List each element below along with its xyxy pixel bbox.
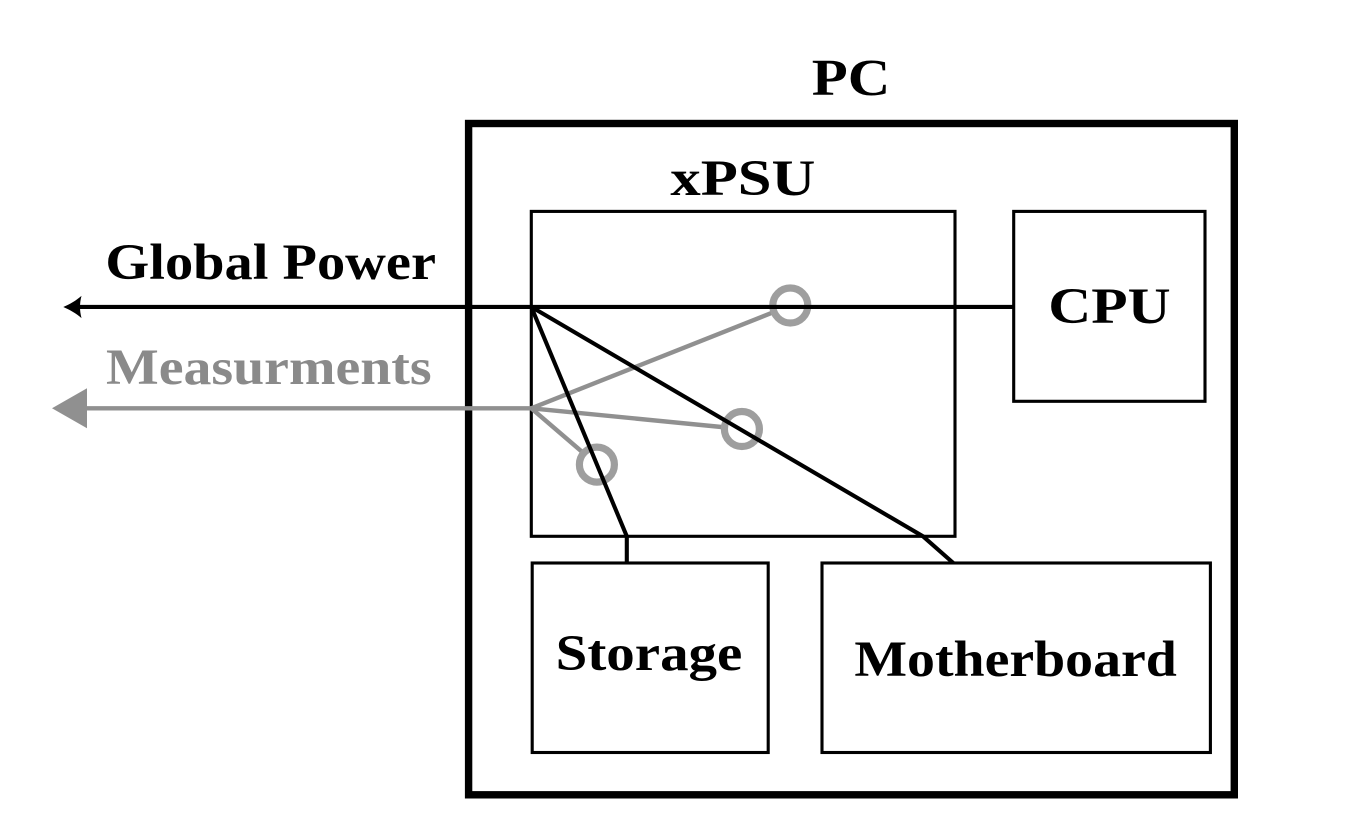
svg-text:CPU: CPU: [1048, 279, 1170, 335]
svg-text:Motherboard: Motherboard: [854, 632, 1177, 688]
svg-text:Storage: Storage: [556, 626, 743, 682]
svg-text:PC: PC: [812, 50, 891, 107]
svg-text:Global Power: Global Power: [105, 235, 436, 291]
svg-text:xPSU: xPSU: [670, 151, 815, 207]
svg-text:Measurments: Measurments: [106, 340, 432, 396]
